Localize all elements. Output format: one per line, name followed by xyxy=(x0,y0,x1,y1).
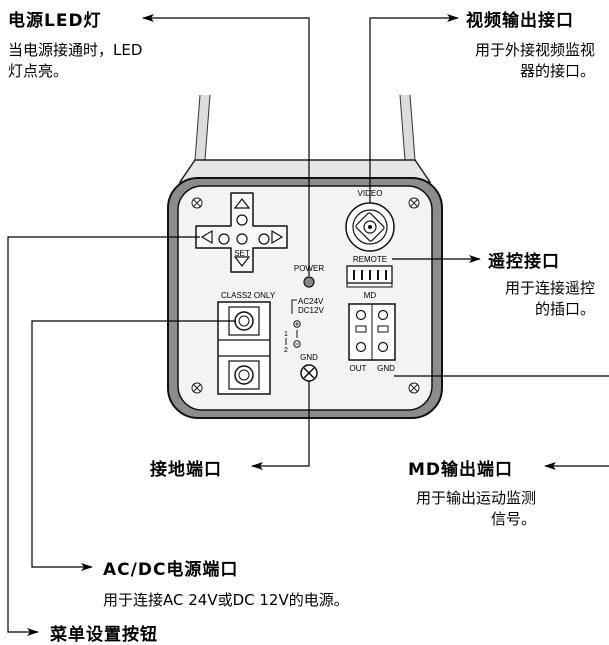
set-label: SET xyxy=(234,249,250,258)
remote-label: REMOTE xyxy=(353,255,387,264)
remote-connector: REMOTE xyxy=(346,255,393,288)
pin-2-label: 2 xyxy=(284,347,288,354)
md-gnd-label: GND xyxy=(377,364,395,373)
menu-buttons-title: 菜单设置按钮 xyxy=(50,625,158,645)
md-out-desc-line1: 用于输出运动监测 xyxy=(415,489,536,507)
video-out-title: 视频输出接口 xyxy=(466,11,574,31)
leader-ground xyxy=(251,381,310,470)
power-port-desc: 用于连接AC 24V或DC 12V的电源。 xyxy=(103,591,349,609)
power-led-desc-line2: 灯点亮。 xyxy=(8,62,69,80)
md-out-label: OUT xyxy=(350,364,367,373)
corner-screws xyxy=(191,197,420,394)
leader-lines xyxy=(7,14,609,636)
leader-menu-buttons xyxy=(7,236,200,636)
video-out-desc-line2: 器的接口。 xyxy=(519,62,595,80)
power-led-title: 电源LED灯 xyxy=(8,11,102,31)
remote-desc-line2: 的插口。 xyxy=(534,300,595,318)
menu-up-button xyxy=(233,198,251,209)
class2-label: CLASS2 ONLY xyxy=(221,291,276,300)
md-terminal: MD OUT GND xyxy=(348,291,396,373)
remote-title: 遥控接口 xyxy=(488,252,560,272)
leader-power-port xyxy=(31,320,236,571)
gnd-label: GND xyxy=(300,353,318,362)
power-terminal-block: CLASS2 ONLY xyxy=(217,291,276,395)
ground-title: 接地端口 xyxy=(150,460,222,480)
leader-power-led xyxy=(142,14,310,276)
video-out-desc-line1: 用于外接视频监视 xyxy=(474,41,595,59)
voltage-labels: AC24V DC12V 1 2 xyxy=(284,297,324,354)
menu-button-cluster[interactable]: SET xyxy=(195,192,288,273)
power-led-desc-line1: 当电源接通时，LED xyxy=(8,41,143,59)
menu-left-button xyxy=(200,229,213,245)
menu-right-button xyxy=(271,229,284,245)
power-port-title: AC/DC电源端口 xyxy=(103,560,239,580)
ac24v-label: AC24V xyxy=(298,297,324,306)
pin-1-label: 1 xyxy=(284,331,288,338)
remote-desc-line1: 用于连接遥控 xyxy=(504,279,595,297)
md-out-desc-line2: 信号。 xyxy=(490,510,536,528)
menu-down-button xyxy=(233,256,251,267)
dc12v-label: DC12V xyxy=(298,306,324,315)
md-label: MD xyxy=(364,291,377,300)
ground-screw: GND xyxy=(300,353,318,382)
md-out-title: MD输出端口 xyxy=(408,460,514,480)
leader-video-out xyxy=(369,14,459,203)
